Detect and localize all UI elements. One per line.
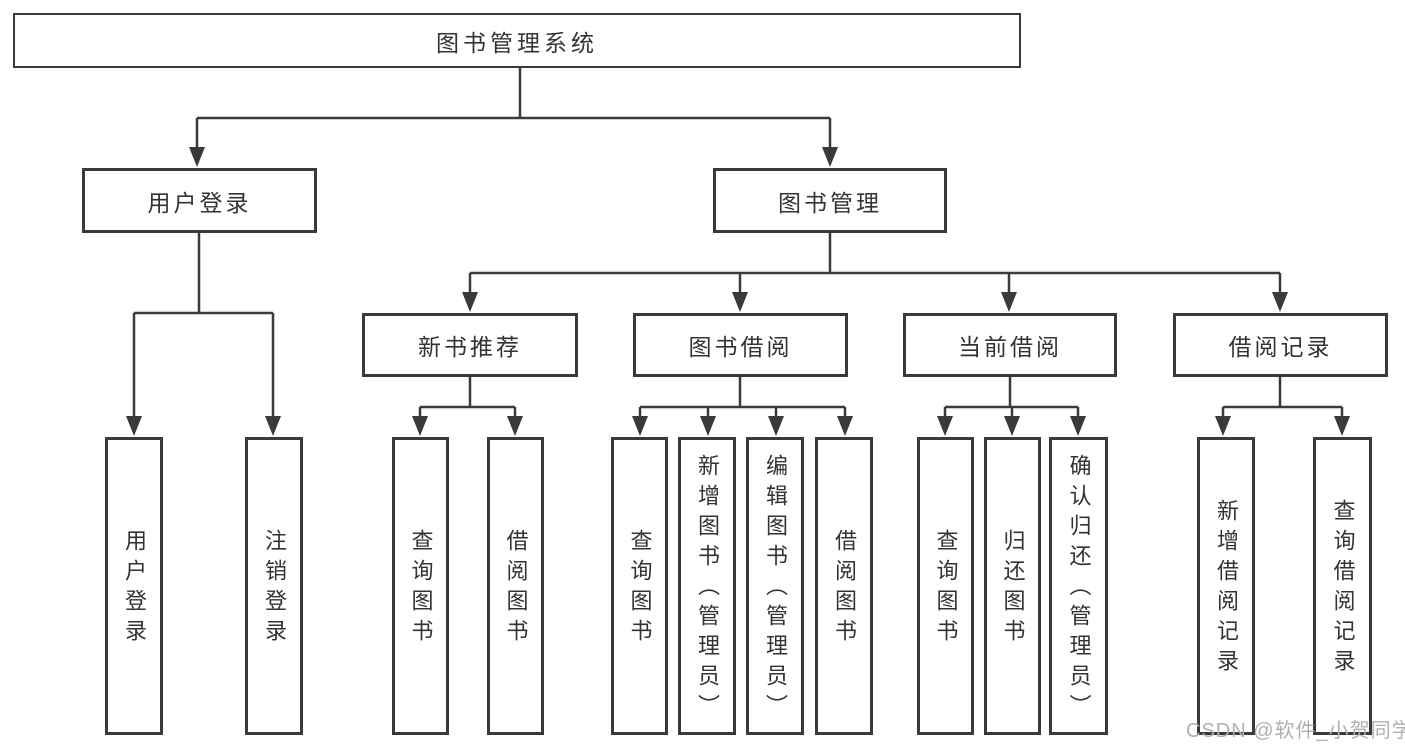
leaf-add-borrow-record: 新增借阅记录 bbox=[1197, 437, 1255, 735]
connector-recommend bbox=[412, 377, 523, 436]
leaf-confirm-return-admin: 确认归还（管理员） bbox=[1049, 437, 1108, 735]
leaf-recommend-query-books: 查询图书 bbox=[392, 437, 449, 735]
leaf-return-books: 归还图书 bbox=[984, 437, 1041, 735]
connector-root bbox=[189, 68, 838, 167]
leaf-add-books-admin: 新增图书（管理员） bbox=[678, 437, 736, 735]
leaf-borrow-books: 借阅图书 bbox=[815, 437, 873, 735]
csdn-watermark: CSDN @软件_小贺同学 bbox=[1186, 720, 1405, 742]
node-book-management: 图书管理 bbox=[713, 168, 947, 233]
node-root: 图书管理系统 bbox=[13, 13, 1021, 68]
node-user-login: 用户登录 bbox=[82, 168, 317, 233]
leaf-borrow-query-books: 查询图书 bbox=[611, 437, 668, 735]
connector-records bbox=[1215, 377, 1350, 436]
node-borrow-records: 借阅记录 bbox=[1173, 313, 1388, 377]
leaf-current-query-books: 查询图书 bbox=[917, 437, 974, 735]
node-book-borrow: 图书借阅 bbox=[633, 313, 848, 377]
leaf-user-login: 用户登录 bbox=[105, 437, 163, 735]
connector-borrow bbox=[632, 377, 853, 436]
leaf-query-borrow-record: 查询借阅记录 bbox=[1313, 437, 1372, 735]
connector-management bbox=[462, 233, 1288, 312]
node-current-borrow: 当前借阅 bbox=[903, 313, 1117, 377]
connector-login bbox=[126, 233, 281, 436]
node-new-book-recommend: 新书推荐 bbox=[362, 313, 578, 377]
connector-current bbox=[937, 377, 1086, 436]
leaf-logout: 注销登录 bbox=[245, 437, 303, 735]
leaf-recommend-borrow-books: 借阅图书 bbox=[487, 437, 544, 735]
leaf-edit-books-admin: 编辑图书（管理员） bbox=[746, 437, 804, 735]
